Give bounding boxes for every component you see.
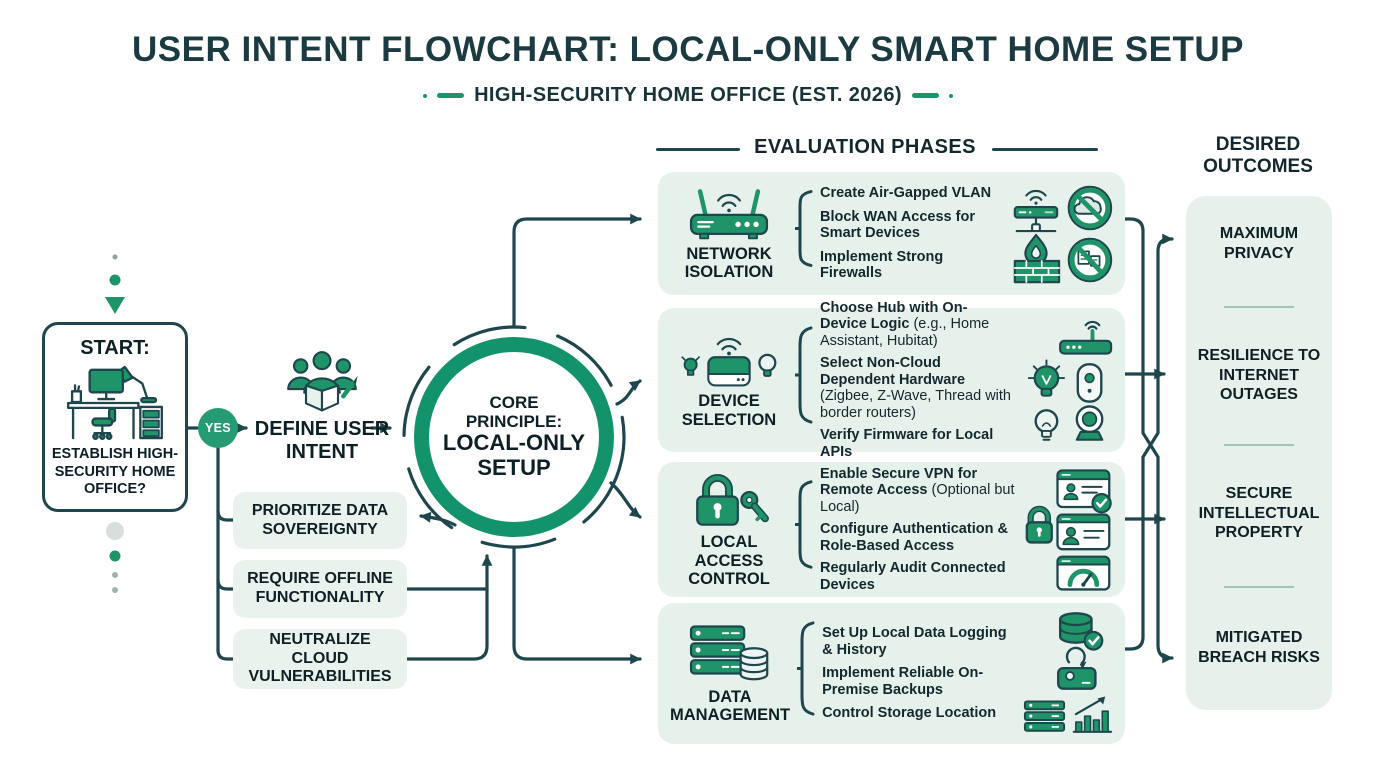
desired-outcomes-panel: MAXIMUM PRIVACY RESILIENCE TO INTERNET O… [1186, 196, 1332, 710]
define-intent-label: DEFINE USER INTENT [254, 418, 390, 463]
bracket-icon [795, 180, 813, 277]
outcome-maximum-privacy: MAXIMUM PRIVACY [1219, 225, 1299, 262]
server-database-icon [689, 624, 769, 680]
bracket-icon [797, 611, 815, 726]
phase-name: DEVICE SELECTION [681, 392, 777, 429]
outcome-mitigated-breach: MITIGATED BREACH RISKS [1198, 629, 1320, 666]
phase-item: Create Air-Gapped VLAN [820, 185, 992, 202]
requirement-box-data-sovereignty: PRIORITIZE DATA SOVEREIGNTY [233, 492, 407, 549]
requirement-box-cloud-vulnerabilities: NEUTRALIZE CLOUD VULNERABILITIES [233, 629, 407, 689]
connector-core-phase1 [512, 213, 642, 329]
phase-card-device-selection: DEVICE SELECTION Choose Hub with On-Devi… [658, 300, 1125, 460]
phase-item: Select Non-Cloud Dependent Hardware (Zig… [820, 355, 1011, 421]
desk-workspace-icon [67, 365, 163, 440]
phase-item: Verify Firmware for Local APIs [820, 427, 994, 460]
page-title: USER INTENT FLOWCHART: LOCAL-ONLY SMART … [132, 30, 1244, 69]
phase-name: NETWORK ISOLATION [684, 244, 774, 281]
connector-core-phase3 [609, 481, 642, 519]
core-line3: LOCAL-ONLY [442, 430, 586, 456]
start-heading: START: [80, 337, 150, 359]
smart-bulb-icon [1027, 359, 1066, 397]
device-selection-detail-icons [1027, 320, 1113, 441]
core-line1: CORE [489, 393, 539, 413]
gauge-icon [1056, 555, 1111, 591]
data-management-detail-icons [1023, 611, 1113, 733]
lock-key-icon [696, 474, 769, 527]
connector-phase1-outcome [1123, 217, 1174, 664]
phase-name: DATA MANAGEMENT [670, 687, 791, 724]
phase-card-data-management: DATA MANAGEMENT Set Up Local Data Loggin… [658, 603, 1125, 744]
phase-item: Regularly Audit Connected Devices [820, 560, 1006, 593]
phase-item: Implement Strong Firewalls [820, 248, 944, 282]
people-reading-icon [287, 351, 358, 412]
core-principle-node: CORE PRINCIPLE: LOCAL-ONLY SETUP [414, 337, 614, 537]
phase-item: Choose Hub with On-Device Logic (e.g., H… [820, 299, 990, 349]
phase-name: LOCAL ACCESS CONTROL [688, 533, 770, 589]
phase-item: Implement Reliable On-Premise Backups [822, 665, 984, 698]
access-control-detail-icons [1025, 468, 1112, 591]
no-device-icon [1067, 237, 1113, 282]
network-isolation-detail-icons [1013, 185, 1113, 283]
evaluation-phases-header: EVALUATION PHASES [754, 136, 976, 158]
define-intent-node: DEFINE USER INTENT [248, 350, 396, 464]
requirement-box-offline-functionality: REQUIRE OFFLINE FUNCTIONALITY [233, 560, 407, 618]
database-check-icon [1058, 611, 1104, 651]
core-line4: SETUP [477, 455, 551, 481]
firewall-icon [1013, 233, 1061, 283]
eval-header-line-right [992, 148, 1098, 151]
connector-core-phase2 [615, 379, 642, 406]
subtitle-dash-icon [911, 93, 939, 98]
camera-icon [1075, 405, 1104, 441]
page-subtitle: HIGH-SECURITY HOME OFFICE (EST. 2026) [474, 84, 902, 106]
subtitle-dot-icon [423, 93, 428, 98]
phase-item: Enable Secure VPN for Remote Access (Opt… [820, 465, 1015, 515]
no-cloud-icon [1067, 185, 1113, 230]
bracket-icon [795, 470, 813, 579]
page-subtitle-row: HIGH-SECURITY HOME OFFICE (EST. 2026) [0, 84, 1376, 107]
padlock-icon [1025, 505, 1053, 544]
access-point-icon [1013, 189, 1059, 232]
phase-item: Block WAN Access for Smart Devices [820, 208, 975, 242]
outcome-divider [1224, 586, 1294, 588]
yes-decision-badge: YES [198, 408, 238, 448]
subtitle-dot-icon [948, 93, 953, 98]
desired-outcomes-header: DESIRED OUTCOMES [1203, 134, 1313, 177]
core-line2: PRINCIPLE: [465, 412, 563, 432]
start-node: START: [42, 322, 188, 512]
connector-phase4-outcome [1123, 233, 1174, 651]
subtitle-dash-icon [437, 93, 465, 98]
phase-item: Set Up Local Data Logging & History [822, 625, 1007, 658]
router-small-icon [1059, 320, 1113, 355]
outcome-divider [1224, 306, 1294, 308]
outcome-resilience: RESILIENCE TO INTERNET OUTAGES [1197, 347, 1321, 404]
connector-reqs-core [405, 554, 493, 661]
bracket-icon [795, 316, 813, 434]
connector-core-phase4 [512, 545, 642, 665]
sensor-icon [1076, 363, 1103, 403]
router-icon [689, 188, 769, 239]
backup-drive-icon [1057, 646, 1097, 690]
id-card-icon [1056, 513, 1111, 550]
phase-item: Control Storage Location [822, 705, 997, 722]
phase-card-local-access-control: LOCAL ACCESS CONTROL Enable Secure VPN f… [658, 462, 1125, 597]
start-question: ESTABLISH HIGH-SECURITY HOME OFFICE? [51, 446, 179, 498]
growth-chart-icon [1072, 696, 1113, 733]
connector-core-req1 [419, 511, 457, 527]
phase-card-network-isolation: NETWORK ISOLATION Create Air-Gapped VLAN… [658, 172, 1125, 295]
bulb-icon [1034, 409, 1059, 441]
outcome-secure-ip: SECURE INTELLECTUAL PROPERTY [1198, 485, 1320, 542]
server-rack-icon [1023, 699, 1066, 732]
phase-item: Configure Authentication & Role-Based Ac… [820, 521, 1008, 554]
eval-header-line-left [656, 148, 740, 151]
outcome-divider [1224, 444, 1294, 446]
smart-hub-icon [681, 337, 777, 387]
id-card-check-icon [1056, 468, 1112, 513]
